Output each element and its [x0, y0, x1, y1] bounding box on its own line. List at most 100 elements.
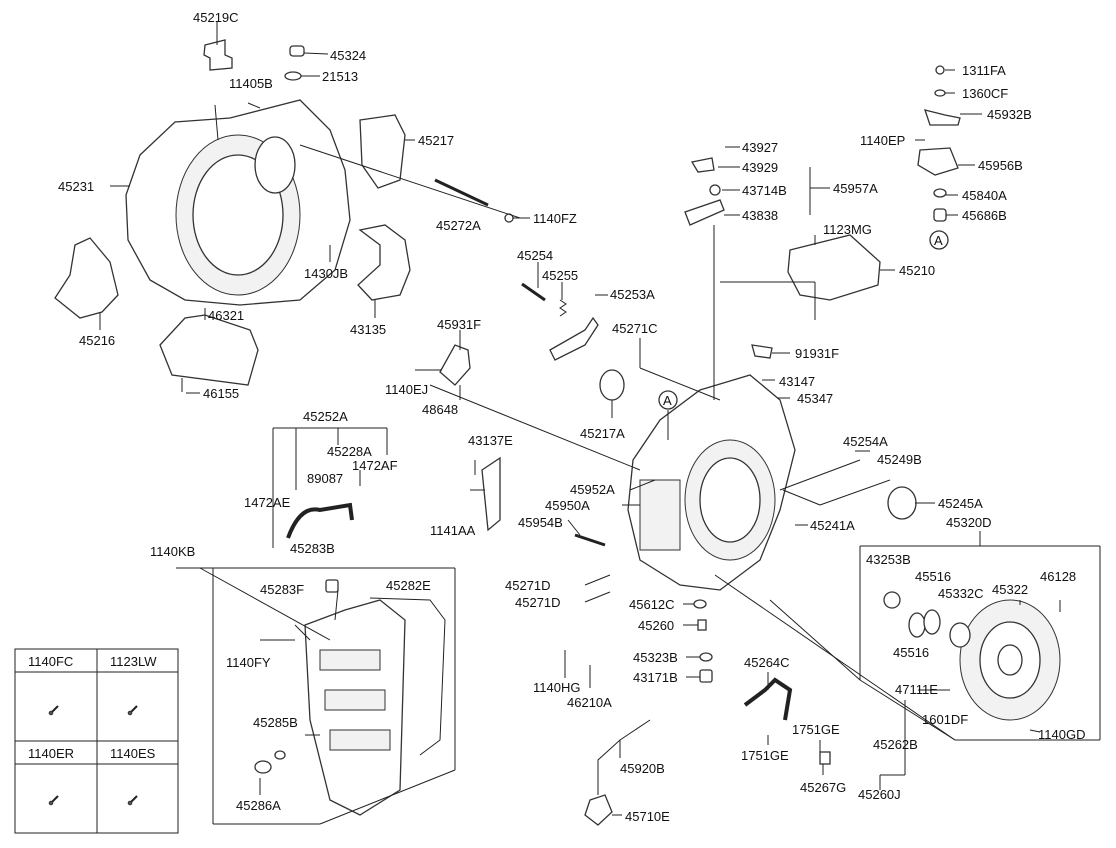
callout-45267g: 45267G	[800, 780, 846, 795]
callout-43147: 43147	[779, 374, 815, 389]
callout-45282e: 45282E	[386, 578, 431, 593]
callout-1140ej: 1140EJ	[385, 382, 428, 397]
callout-45245a: 45245A	[938, 496, 983, 511]
sensor-45710e-part	[584, 794, 613, 826]
plug-45324-part	[289, 45, 305, 57]
callout-45840a: 45840A	[962, 188, 1007, 203]
seal-43253b-part	[883, 591, 901, 609]
callout-labels: 45219C 45324 21513 11405B 45231 45217 45…	[58, 10, 1085, 824]
callout-45920b: 45920B	[620, 761, 665, 776]
callout-45320d: 45320D	[946, 515, 992, 530]
callout-45957a: 45957A	[833, 181, 878, 196]
callout-45612c: 45612C	[629, 597, 675, 612]
callout-21513: 21513	[322, 69, 358, 84]
callout-1472ae: 1472AE	[244, 495, 291, 510]
fastener-cell-1140fc: 1140FC	[28, 654, 73, 669]
callout-1311fa: 1311FA	[962, 63, 1006, 78]
callout-43253b: 43253B	[866, 552, 911, 567]
callout-1141aa: 1141AA	[430, 523, 476, 538]
shield-43135-part	[357, 224, 411, 301]
callout-45254a: 45254A	[843, 434, 888, 449]
callout-45932b: 45932B	[987, 107, 1032, 122]
leader-lines	[99, 22, 1101, 825]
bracket-45931f-part	[439, 344, 471, 386]
fastener-cell-1123lw: 1123LW	[110, 654, 157, 669]
callout-45324: 45324	[330, 48, 366, 63]
pin-45254-part	[521, 282, 546, 302]
callout-45323b: 45323B	[633, 650, 678, 665]
hose-45252a-part	[286, 502, 354, 539]
fastener-table: 1140FC 1123LW 1140ER 1140ES	[14, 648, 179, 834]
callout-89087-label: 89087	[307, 471, 343, 486]
callout-45260j: 45260J	[858, 787, 901, 802]
shift-lever-assembly-part	[917, 65, 961, 222]
bolt-icon	[48, 795, 59, 806]
callout-1601df: 1601DF	[922, 712, 968, 727]
callout-45952a: 45952A	[570, 482, 615, 497]
oring-21513-part	[284, 71, 302, 81]
callout-45516-b: 45516	[893, 645, 929, 660]
callout-45260: 45260	[638, 618, 674, 633]
callout-45686b: 45686B	[962, 208, 1007, 223]
gasket-45323b-part	[699, 652, 713, 662]
bracket-91931f-part	[751, 344, 773, 359]
callout-45262b: 45262B	[873, 737, 918, 752]
rod-45272a-part	[434, 178, 489, 207]
strainer-46321-part	[159, 314, 259, 386]
callout-45516-a: 45516	[915, 569, 951, 584]
callout-11405b: 11405B	[229, 76, 273, 91]
plug-45283f-part	[325, 579, 339, 593]
transaxle-case-part	[627, 374, 796, 591]
callout-43135: 43135	[350, 322, 386, 337]
bolt-icon	[127, 795, 138, 806]
bolt-icon	[127, 705, 138, 716]
drain-plug-45286a-part	[254, 760, 272, 774]
callout-1140gd: 1140GD	[1038, 727, 1085, 742]
seal-45332c-part	[949, 622, 971, 648]
callout-45219c: 45219C	[193, 10, 239, 25]
lever-45253a-part	[549, 316, 599, 361]
circle-a-marker	[658, 390, 678, 410]
side-cover-45322-part	[959, 599, 1061, 721]
callout-45249b: 45249B	[877, 452, 922, 467]
callout-43171b: 43171B	[633, 670, 678, 685]
bracket-45216-part	[54, 237, 119, 319]
mount-bracket-45210-part	[787, 234, 881, 301]
callout-45954b: 45954B	[518, 515, 563, 530]
callout-46128: 46128	[1040, 569, 1076, 584]
callout-45228a: 45228A	[327, 444, 372, 459]
callout-43714b: 43714B	[742, 183, 787, 198]
plate-45950a-part	[574, 533, 606, 547]
callout-45271d-b: 45271D	[515, 595, 561, 610]
callout-1140fy: 1140FY	[226, 655, 271, 670]
callout-1472af: 1472AF	[352, 458, 398, 473]
callout-45241a: 45241A	[810, 518, 855, 533]
callout-45931f: 45931F	[437, 317, 481, 332]
callout-1140fz: 1140FZ	[533, 211, 577, 226]
callout-1751ge-a: 1751GE	[792, 722, 840, 737]
callout-48648: 48648	[422, 402, 458, 417]
callout-45286a: 45286A	[236, 798, 281, 813]
fastener-cell-1140er: 1140ER	[28, 746, 74, 761]
plug-45267g-part	[819, 751, 831, 765]
spring-45255-part	[559, 299, 567, 317]
callout-45252a: 45252A	[303, 409, 348, 424]
bolt-11405b-part	[247, 102, 261, 109]
callout-1140ep: 1140EP	[860, 133, 905, 148]
bracket-45219c-part	[203, 39, 233, 71]
callout-45283b: 45283B	[290, 541, 335, 556]
callout-43137e: 43137E	[468, 433, 513, 448]
callout-45285b: 45285B	[253, 715, 298, 730]
callout-45216: 45216	[79, 333, 115, 348]
callout-45710e: 45710E	[625, 809, 670, 824]
callout-45255: 45255	[542, 268, 578, 283]
callout-46155: 46155	[203, 386, 239, 401]
callout-1140kb: 1140KB	[150, 544, 195, 559]
callout-1140hg: 1140HG	[533, 680, 580, 695]
callout-45210: 45210	[899, 263, 935, 278]
callout-45956b: 45956B	[978, 158, 1023, 173]
callout-1360cf: 1360CF	[962, 86, 1008, 101]
callout-45231: 45231	[58, 179, 94, 194]
callout-45347: 45347	[797, 391, 833, 406]
